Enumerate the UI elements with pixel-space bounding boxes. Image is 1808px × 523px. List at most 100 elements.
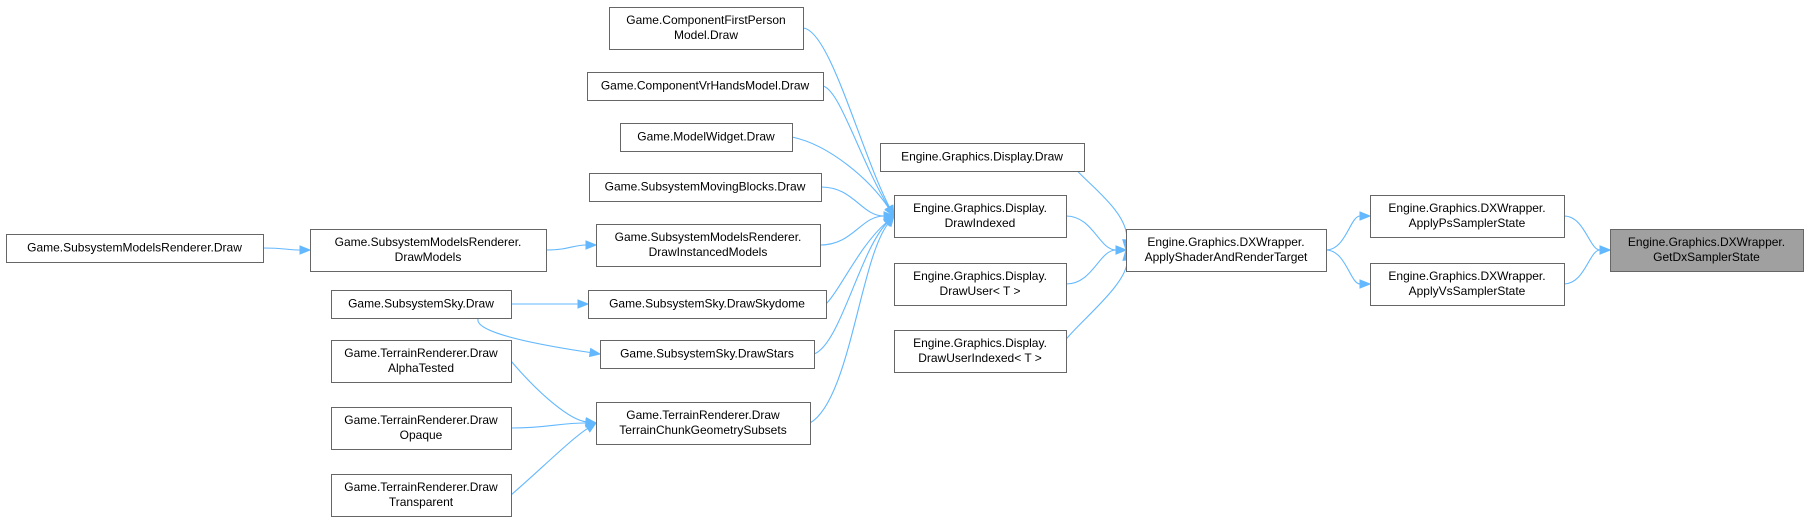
node-box <box>6 234 264 263</box>
edge-smr-dm-to-smr-dim <box>545 240 598 251</box>
edge-applyshader-to-applyps <box>1325 211 1372 251</box>
arrowhead-icon <box>1359 211 1372 221</box>
edge-line <box>1563 215 1601 251</box>
node-label: Opaque <box>400 428 443 442</box>
node-label: DrawUser< T > <box>940 284 1021 298</box>
node-box <box>620 123 793 152</box>
node-label: Game.TerrainRenderer.Draw <box>344 413 498 427</box>
arrowhead-icon <box>577 299 590 309</box>
edge-line <box>510 428 588 496</box>
node-label: GetDxSamplerState <box>1653 250 1760 264</box>
arrowhead-icon <box>1115 245 1128 255</box>
node-label: ApplyPsSamplerState <box>1409 216 1526 230</box>
arrowhead-icon <box>883 214 895 228</box>
node-label: Game.ComponentVrHandsModel.Draw <box>601 79 810 93</box>
node-box <box>331 340 512 383</box>
node-label: Game.ModelWidget.Draw <box>637 130 775 144</box>
node-box <box>894 263 1067 306</box>
node-getdx[interactable]: Engine.Graphics.DXWrapper.GetDxSamplerSt… <box>1610 229 1804 272</box>
arrowhead-icon <box>299 245 312 255</box>
node-smb[interactable]: Game.SubsystemMovingBlocks.Draw <box>589 173 822 202</box>
node-label: DrawModels <box>395 250 462 264</box>
node-label: Game.TerrainRenderer.Draw <box>626 408 780 422</box>
node-tr-tcgs[interactable]: Game.TerrainRenderer.DrawTerrainChunkGeo… <box>596 402 811 445</box>
edge-line <box>262 247 301 251</box>
node-box <box>596 402 811 445</box>
node-smr-dim[interactable]: Game.SubsystemModelsRenderer.DrawInstanc… <box>596 224 821 267</box>
edge-line <box>1060 259 1128 352</box>
node-box <box>880 143 1085 172</box>
edge-line <box>822 85 890 208</box>
node-label: Engine.Graphics.DXWrapper. <box>1388 201 1545 215</box>
node-label: Engine.Graphics.DXWrapper. <box>1147 235 1304 249</box>
node-display-draw[interactable]: Engine.Graphics.Display.Draw <box>880 143 1085 172</box>
arrowhead-icon <box>585 240 598 250</box>
node-label: Game.SubsystemSky.DrawStars <box>620 347 794 361</box>
edge-line <box>813 222 888 355</box>
edge-applyvs-to-getdx <box>1563 245 1612 285</box>
node-label: Game.ComponentFirstPerson <box>626 13 785 27</box>
node-box <box>609 7 804 50</box>
node-cvr[interactable]: Game.ComponentVrHandsModel.Draw <box>587 72 824 101</box>
edge-line <box>1065 249 1117 285</box>
node-label: AlphaTested <box>388 361 454 375</box>
node-label: Game.TerrainRenderer.Draw <box>344 480 498 494</box>
node-sky-skydome[interactable]: Game.SubsystemSky.DrawSkydome <box>588 290 827 319</box>
node-box <box>1370 263 1565 306</box>
node-drawindexed[interactable]: Engine.Graphics.Display.DrawIndexed <box>894 195 1067 238</box>
node-applyps[interactable]: Engine.Graphics.DXWrapper.ApplyPsSampler… <box>1370 195 1565 238</box>
edge-line <box>510 360 587 423</box>
node-label: Engine.Graphics.DXWrapper. <box>1628 235 1785 249</box>
node-label: Transparent <box>389 495 454 509</box>
edge-tr-tcgs-to-drawindexed <box>809 214 895 424</box>
edge-line <box>791 136 889 208</box>
edge-line <box>809 223 889 424</box>
node-box <box>331 290 512 319</box>
node-applyshader[interactable]: Engine.Graphics.DXWrapper.ApplyShaderAnd… <box>1126 229 1327 272</box>
node-smr-draw[interactable]: Game.SubsystemModelsRenderer.Draw <box>6 234 264 263</box>
arrowhead-icon <box>884 204 895 218</box>
node-box <box>894 330 1067 373</box>
node-label: Game.SubsystemModelsRenderer. <box>615 230 802 244</box>
node-box <box>1610 229 1804 272</box>
node-label: ApplyShaderAndRenderTarget <box>1145 250 1308 264</box>
node-smr-dm[interactable]: Game.SubsystemModelsRenderer.DrawModels <box>310 229 547 272</box>
edge-smb-to-drawindexed <box>820 186 896 221</box>
arrowhead-icon <box>584 422 598 433</box>
node-mw[interactable]: Game.ModelWidget.Draw <box>620 123 793 152</box>
edge-line <box>802 27 890 208</box>
edge-line <box>1563 249 1601 285</box>
node-label: Game.TerrainRenderer.Draw <box>344 346 498 360</box>
edge-mw-to-drawindexed <box>791 136 895 218</box>
node-label: Game.SubsystemModelsRenderer.Draw <box>27 241 242 255</box>
node-label: TerrainChunkGeometrySubsets <box>619 423 786 437</box>
node-label: Game.SubsystemModelsRenderer. <box>335 235 522 249</box>
node-sky-draw[interactable]: Game.SubsystemSky.Draw <box>331 290 512 319</box>
node-label: DrawInstancedModels <box>649 245 768 259</box>
node-box <box>310 229 547 272</box>
node-box <box>894 195 1067 238</box>
node-label: Game.SubsystemMovingBlocks.Draw <box>605 180 806 194</box>
arrowhead-icon <box>1359 279 1372 289</box>
nodes-layer: Engine.Graphics.DXWrapper.GetDxSamplerSt… <box>6 7 1804 517</box>
node-label: ApplyVsSamplerState <box>1409 284 1526 298</box>
node-drawuser[interactable]: Engine.Graphics.Display.DrawUser< T > <box>894 263 1067 306</box>
node-box <box>331 407 512 450</box>
edge-line <box>1065 215 1117 251</box>
node-sky-stars[interactable]: Game.SubsystemSky.DrawStars <box>600 340 815 369</box>
node-applyvs[interactable]: Engine.Graphics.DXWrapper.ApplyVsSampler… <box>1370 263 1565 306</box>
node-label: Model.Draw <box>674 28 738 42</box>
edge-line <box>510 422 587 429</box>
node-box <box>596 224 821 267</box>
node-drawuserindexed[interactable]: Engine.Graphics.Display.DrawUserIndexed<… <box>894 330 1067 373</box>
node-box <box>589 173 822 202</box>
node-label: Engine.Graphics.Display. <box>913 336 1047 350</box>
edge-sky-stars-to-drawindexed <box>813 215 895 355</box>
node-label: Engine.Graphics.Display. <box>913 201 1047 215</box>
edge-tr-opaque-to-tr-tcgs <box>510 418 598 429</box>
